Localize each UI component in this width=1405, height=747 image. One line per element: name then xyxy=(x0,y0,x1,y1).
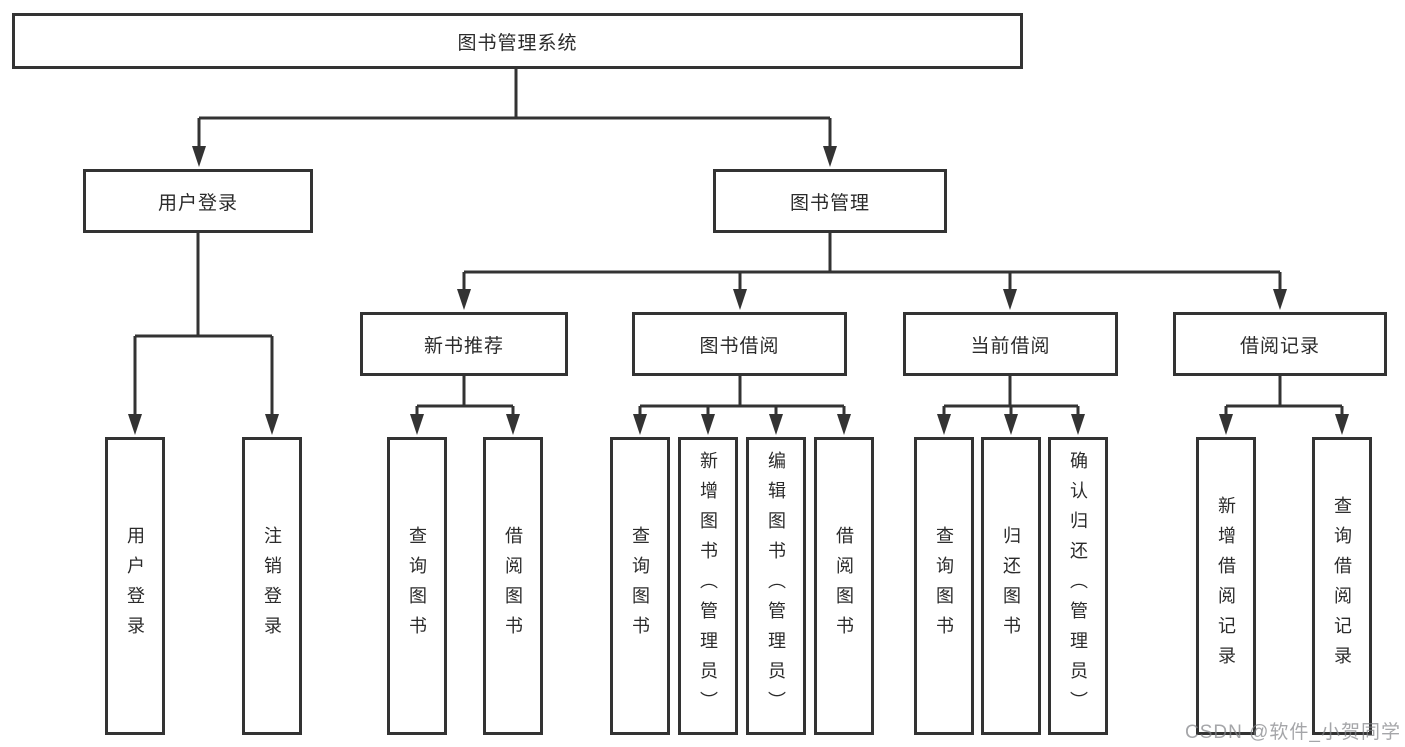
leaf-borrow-query-books: 查询图书 xyxy=(610,437,670,735)
leaf-add-borrow-record-label: 新增借阅记录 xyxy=(1216,496,1236,676)
leaf-add-books-admin-label: 新增图书（管理员） xyxy=(698,451,718,721)
node-book-management: 图书管理 xyxy=(713,169,947,233)
node-borrow-records: 借阅记录 xyxy=(1173,312,1387,376)
leaf-recommend-query-books-label: 查询图书 xyxy=(407,526,427,646)
csdn-watermark: CSDN @软件_小贺同学 xyxy=(1185,717,1401,744)
leaf-edit-books-admin-label: 编辑图书（管理员） xyxy=(766,451,786,721)
csdn-watermark-text: CSDN @软件_小贺同学 xyxy=(1185,722,1401,743)
leaf-borrow-query-books-label: 查询图书 xyxy=(630,526,650,646)
leaf-query-borrow-record-label: 查询借阅记录 xyxy=(1332,496,1352,676)
leaf-confirm-return-admin: 确认归还（管理员） xyxy=(1048,437,1108,735)
leaf-recommend-borrow-books-label: 借阅图书 xyxy=(503,526,523,646)
node-root: 图书管理系统 xyxy=(12,13,1023,69)
leaf-user-login-label: 用户登录 xyxy=(125,526,145,646)
node-book-borrow: 图书借阅 xyxy=(632,312,847,376)
node-user-login: 用户登录 xyxy=(83,169,313,233)
node-borrow-records-label: 借阅记录 xyxy=(1239,335,1320,357)
arrowheads xyxy=(128,146,1349,435)
leaf-user-login: 用户登录 xyxy=(105,437,165,735)
leaf-current-query-books-label: 查询图书 xyxy=(934,526,954,646)
node-root-label: 图书管理系统 xyxy=(457,32,578,54)
leaf-return-books-label: 归还图书 xyxy=(1001,526,1021,646)
leaf-recommend-borrow-books: 借阅图书 xyxy=(483,437,543,735)
leaf-query-borrow-record: 查询借阅记录 xyxy=(1312,437,1372,735)
leaf-logout: 注销登录 xyxy=(242,437,302,735)
node-user-login-label: 用户登录 xyxy=(157,192,238,214)
node-current-borrow-label: 当前借阅 xyxy=(970,335,1051,357)
node-new-book-recommend: 新书推荐 xyxy=(360,312,568,376)
leaf-return-books: 归还图书 xyxy=(981,437,1041,735)
leaf-add-books-admin: 新增图书（管理员） xyxy=(678,437,738,735)
leaf-logout-label: 注销登录 xyxy=(262,526,282,646)
leaf-confirm-return-admin-label: 确认归还（管理员） xyxy=(1068,451,1088,721)
node-book-management-label: 图书管理 xyxy=(789,192,870,214)
leaf-edit-books-admin: 编辑图书（管理员） xyxy=(746,437,806,735)
leaf-current-query-books: 查询图书 xyxy=(914,437,974,735)
leaf-borrow-books-label: 借阅图书 xyxy=(834,526,854,646)
leaf-borrow-books: 借阅图书 xyxy=(814,437,874,735)
node-new-book-recommend-label: 新书推荐 xyxy=(423,335,504,357)
leaf-recommend-query-books: 查询图书 xyxy=(387,437,447,735)
node-book-borrow-label: 图书借阅 xyxy=(699,335,780,357)
node-current-borrow: 当前借阅 xyxy=(903,312,1118,376)
leaf-add-borrow-record: 新增借阅记录 xyxy=(1196,437,1256,735)
